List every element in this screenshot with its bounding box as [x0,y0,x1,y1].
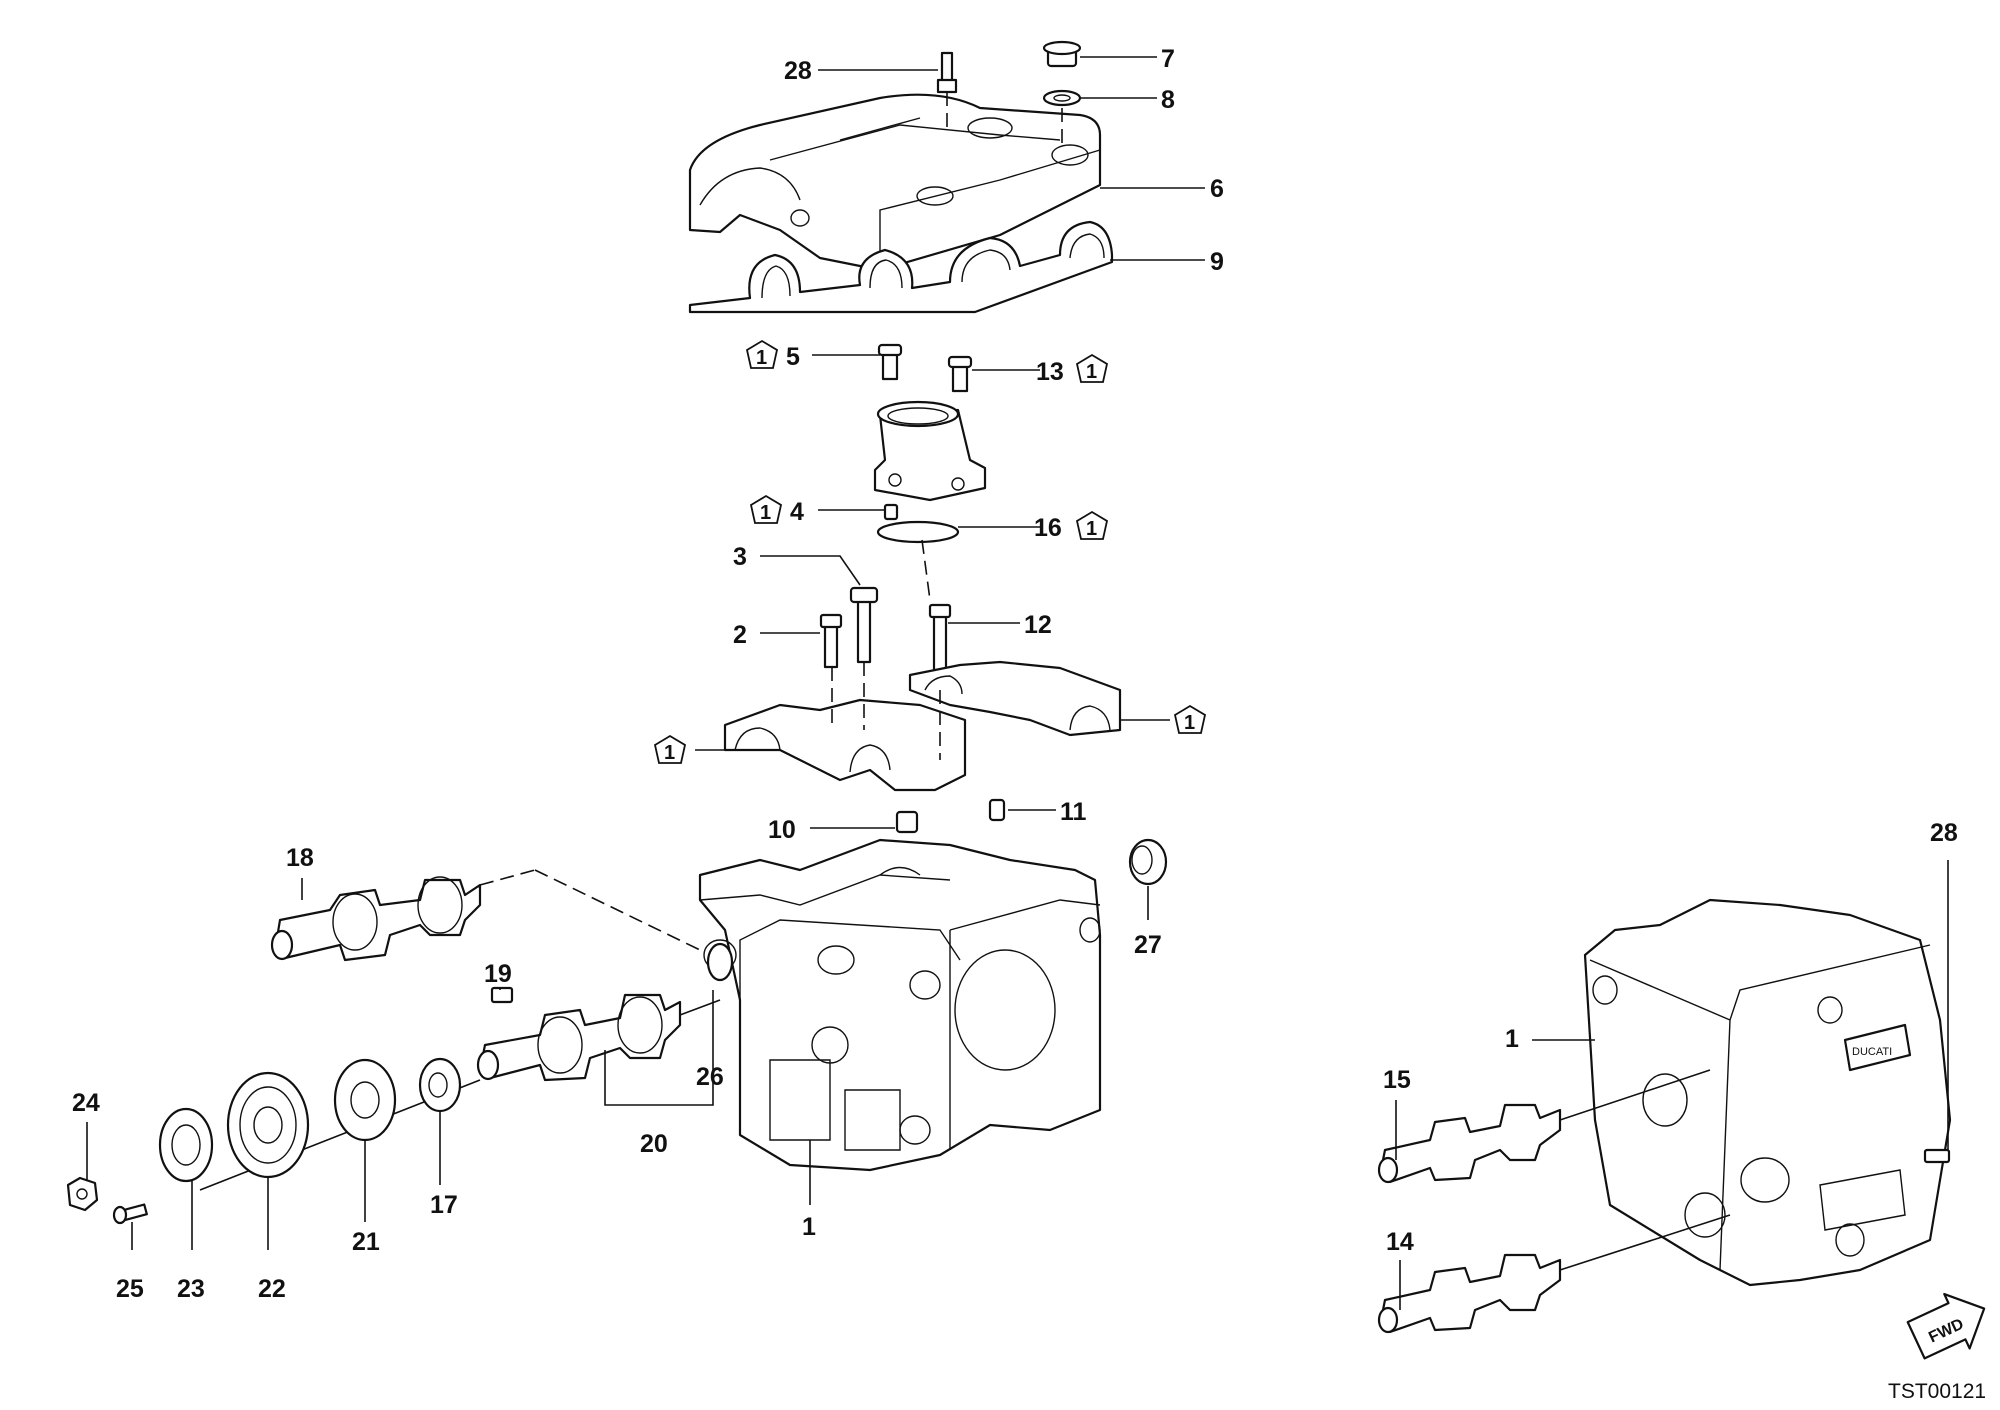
callout-2: 2 [733,621,747,649]
cover-nut-part [1042,40,1082,150]
callout-9: 9 [1210,248,1224,276]
callout-5: 5 [786,343,800,371]
assembled-head-view: DUCATI FWD [1377,898,1986,1360]
callout-7: 7 [1161,45,1175,73]
cylinder-head-part [698,838,1102,1172]
callout-11: 11 [1060,798,1087,826]
drawing-code: TST00121 [1888,1380,1986,1403]
badge-label: 1 [1184,712,1195,734]
callout-25: 25 [116,1275,144,1303]
callout-21: 21 [352,1228,380,1256]
camshaft-upper-part [270,869,701,962]
callout-1-main: 1 [802,1213,816,1241]
badge-label: 1 [756,347,767,369]
callout-24: 24 [72,1089,100,1117]
torque-badge-icon: 1 [1075,353,1109,383]
callout-19: 19 [484,960,512,988]
badge-label: 1 [664,742,675,764]
torque-badge-icon: 1 [1075,510,1109,540]
callout-23: 23 [177,1275,205,1303]
camshaft-drive-parts [66,986,514,1225]
logo-text: DUCATI [1852,1046,1892,1058]
callout-3: 3 [733,543,747,571]
callout-22: 22 [258,1275,286,1303]
callout-13: 13 [1036,358,1064,386]
callout-28-right: 28 [1930,819,1958,847]
cover-stud-part [936,51,958,130]
torque-badge-icon: 1 [1173,704,1207,734]
valve-cover-part [688,93,1102,272]
torque-badge-icon: 1 [653,734,687,764]
callout-18: 18 [286,844,314,872]
badge-label: 1 [1086,361,1097,383]
callout-27: 27 [1134,931,1162,959]
torque-badges: 1 1 1 1 1 1 [653,339,1207,764]
callout-12: 12 [1024,611,1052,639]
callout-14: 14 [1386,1228,1414,1256]
callout-4: 4 [790,498,804,526]
callout-6: 6 [1210,175,1224,203]
callout-20: 20 [640,1130,668,1158]
callout-15: 15 [1383,1066,1411,1094]
callout-26: 26 [696,1063,724,1091]
torque-badge-icon: 1 [749,494,783,524]
badge-label: 1 [1086,518,1097,540]
cam-cap-part [723,586,1122,792]
callout-16: 16 [1034,514,1062,542]
callout-labels: 28 7 8 6 9 5 13 4 16 3 2 12 10 11 18 27 … [72,45,1958,1303]
fwd-arrow-icon [1906,1292,1986,1360]
seal-part [1128,838,1168,886]
callout-8: 8 [1161,86,1175,114]
callout-28-top: 28 [784,57,812,85]
dowel-pin-part [895,798,1006,834]
torque-badge-icon: 1 [745,339,779,369]
callout-10: 10 [768,816,796,844]
camshaft-lower-part [199,942,734,1191]
callout-17: 17 [430,1191,458,1219]
leader-lines [86,56,1949,1310]
badge-label: 1 [760,502,771,524]
callout-1-right: 1 [1505,1025,1519,1053]
cover-gasket-part [688,220,1114,314]
intake-flange-part [873,343,987,601]
